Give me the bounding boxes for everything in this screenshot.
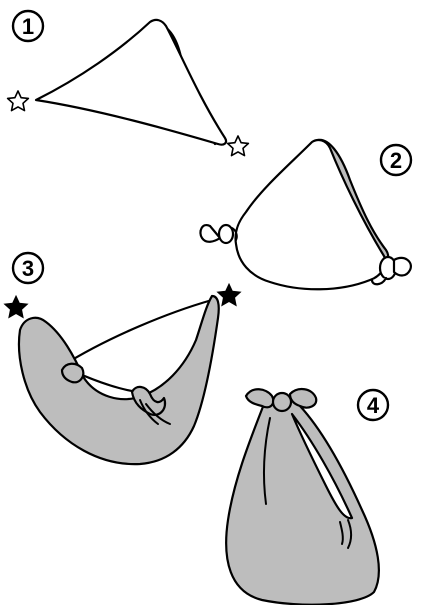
step-4-number: 4 xyxy=(367,393,380,418)
step-3-group: 3 xyxy=(5,253,241,464)
white-star-icon-left xyxy=(8,91,29,111)
step-2-group: 2 xyxy=(200,140,411,289)
white-star-icon-right xyxy=(228,136,249,156)
step-4-group: 4 xyxy=(226,389,388,605)
step-1-cloth-front xyxy=(36,20,226,145)
black-star-icon-left xyxy=(5,296,28,318)
step-3-badge: 3 xyxy=(13,253,43,283)
step-1-number: 1 xyxy=(22,14,34,39)
step-4-top-knot xyxy=(246,389,316,411)
step-2-badge: 2 xyxy=(381,145,411,175)
step-4-badge: 4 xyxy=(358,390,388,420)
step-1-badge: 1 xyxy=(13,11,43,41)
step-2-left-knot xyxy=(200,225,236,243)
step-2-number: 2 xyxy=(390,148,402,173)
step-3-left-tie xyxy=(62,364,83,383)
black-star-icon-right xyxy=(218,284,241,306)
step-3-number: 3 xyxy=(22,256,34,281)
step-1-group: 1 xyxy=(8,11,249,156)
